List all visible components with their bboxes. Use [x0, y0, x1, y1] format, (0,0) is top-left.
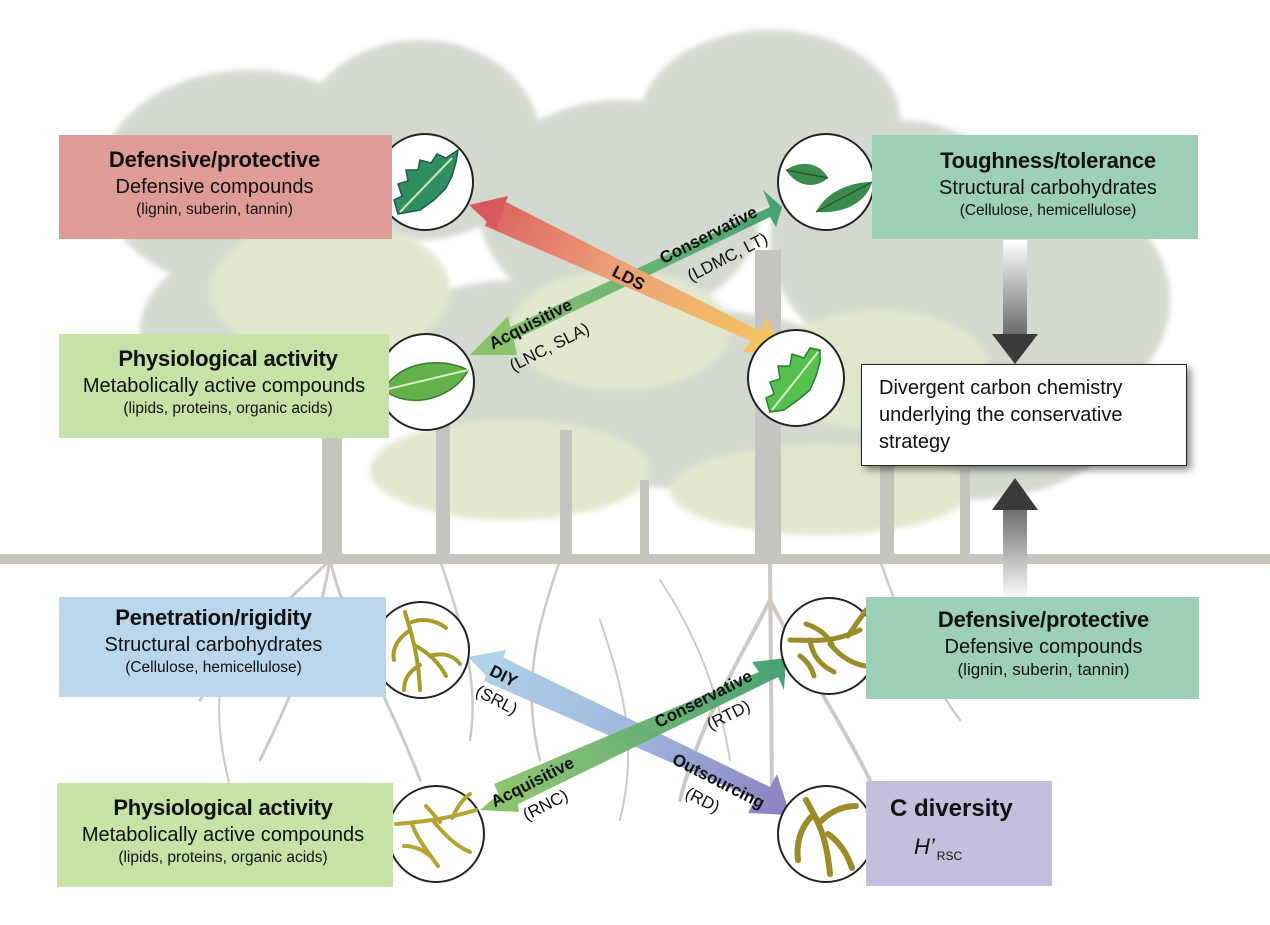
double-leaf-icon: [777, 133, 875, 231]
toughness-to-summary-arrow: [992, 240, 1038, 364]
leaf-physiological-detail: (lipids, proteins, organic acids): [123, 400, 333, 417]
leaf-physiological-box: Physiological activity Metabolically act…: [59, 334, 389, 438]
holly-leaf-icon: [376, 133, 474, 231]
root-icon: [777, 785, 875, 883]
root-defensive-box: Defensive/protective Defensive compounds…: [866, 597, 1199, 699]
c-diversity-metric: H’RSC: [914, 834, 962, 863]
summary-line-2: underlying the conservative: [879, 404, 1123, 426]
root-defensive-detail: (lignin, suberin, tannin): [957, 660, 1130, 679]
root-defensive-title: Defensive/protective: [937, 607, 1150, 632]
shannon-index-symbol: H’: [914, 834, 935, 859]
leaf-defensive-box: Defensive/protective Defensive compounds…: [59, 135, 392, 239]
divergent-carbon-summary-box: Divergent carbon chemistry underlying th…: [861, 364, 1187, 466]
root-defensive-subtitle: Defensive compounds: [944, 636, 1143, 658]
toughness-detail: (Cellulose, hemicellulose): [959, 202, 1137, 219]
oval-leaf-icon: [377, 333, 475, 431]
leaf-defensive-title: Defensive/protective: [108, 147, 321, 172]
root-physiological-subtitle: Metabolically active compounds: [81, 824, 365, 846]
defensive-root-to-summary-arrow: [992, 478, 1038, 600]
leaf-lds-arrow: [469, 196, 784, 355]
root-physiological-title: Physiological activity: [113, 795, 333, 820]
toughness-box: Toughness/tolerance Structural carbohydr…: [872, 135, 1198, 239]
leaf-defensive-subtitle: Defensive compounds: [115, 176, 314, 198]
c-diversity-box: [866, 781, 1052, 886]
root-icon: [387, 785, 485, 883]
leaf-defensive-detail: (lignin, suberin, tannin): [136, 201, 293, 218]
root-icon: [372, 601, 470, 699]
root-physiological-detail: (lipids, proteins, organic acids): [118, 849, 328, 866]
root-icon: [780, 597, 878, 695]
summary-line-3: strategy: [879, 431, 951, 453]
penetration-title: Penetration/rigidity: [115, 605, 312, 630]
penetration-subtitle: Structural carbohydrates: [104, 634, 323, 656]
root-conservative-acquisitive-arrow: [480, 658, 786, 812]
toughness-subtitle: Structural carbohydrates: [939, 177, 1157, 199]
penetration-detail: (Cellulose, hemicellulose): [125, 659, 302, 676]
soil-surface-line: [0, 554, 1270, 564]
root-physiological-box: Physiological activity Metabolically act…: [57, 783, 393, 887]
light-holly-leaf-icon: [747, 329, 845, 427]
leaf-physiological-title: Physiological activity: [118, 346, 338, 371]
shannon-index-subscript: RSC: [936, 849, 963, 863]
c-diversity-title: C diversity: [890, 795, 1013, 822]
penetration-box: Penetration/rigidity Structural carbohyd…: [59, 597, 386, 697]
leaf-physiological-subtitle: Metabolically active compounds: [82, 375, 366, 397]
summary-line-1: Divergent carbon chemistry: [879, 377, 1123, 399]
toughness-title: Toughness/tolerance: [940, 148, 1156, 173]
